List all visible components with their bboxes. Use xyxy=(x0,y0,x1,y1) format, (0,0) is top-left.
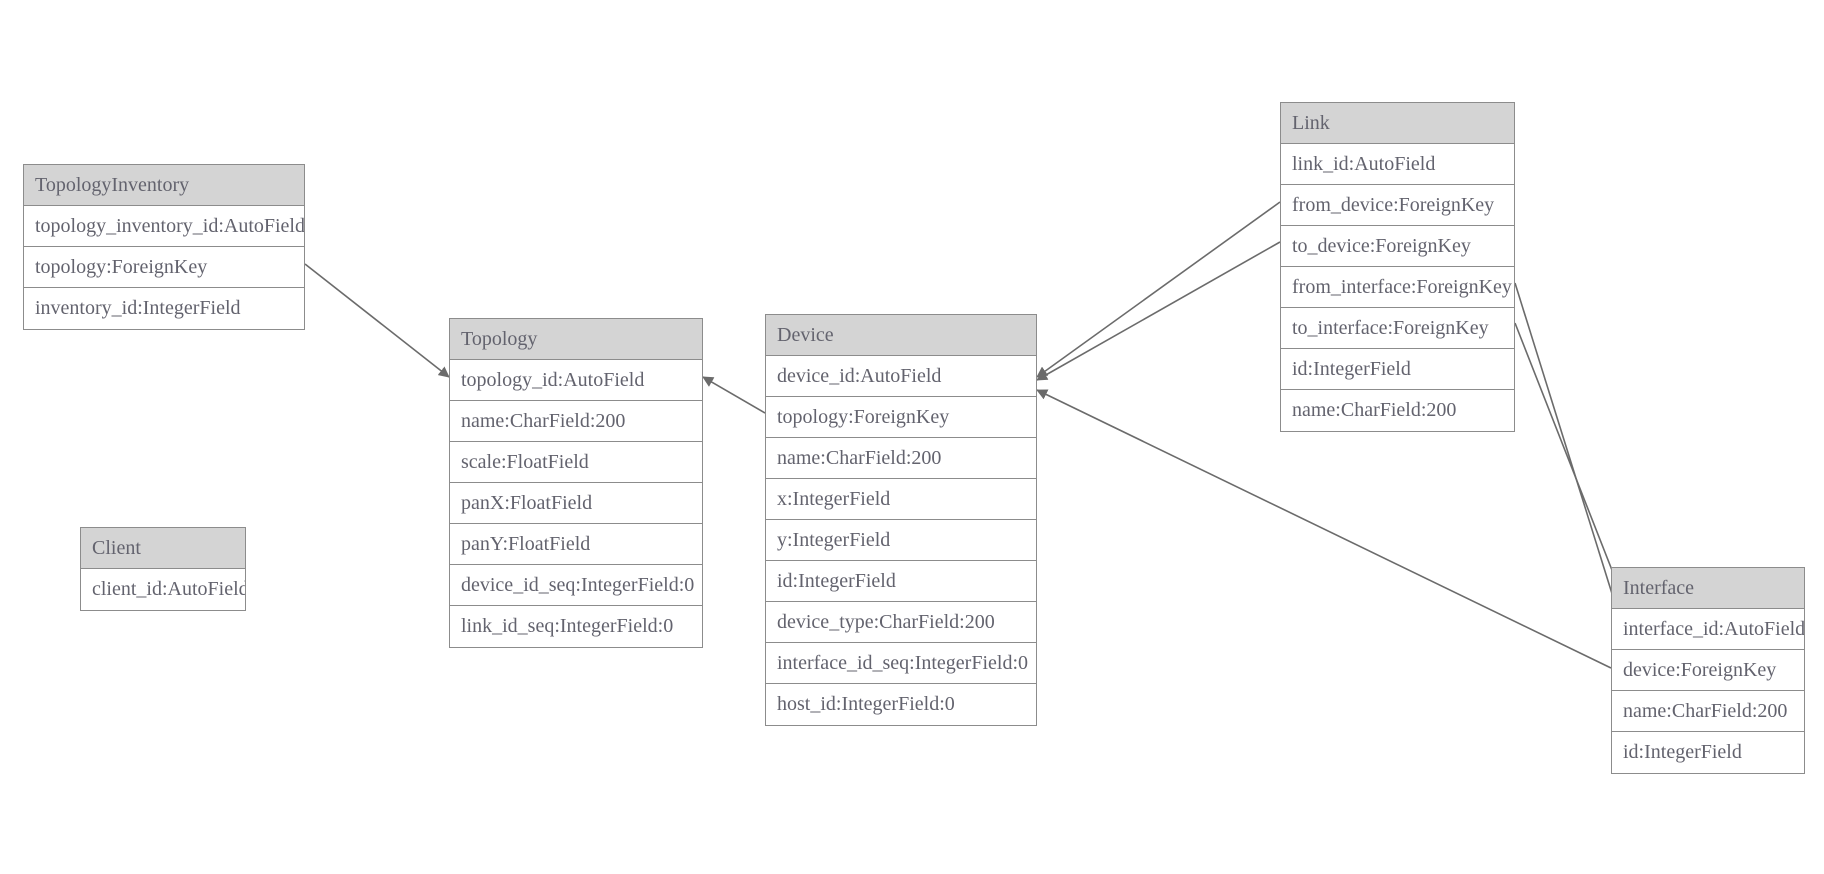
entity-field[interactable]: interface_id_seq:IntegerField:0 xyxy=(766,643,1036,684)
relation-edge-link-from_interface xyxy=(1514,282,1622,617)
entity-field[interactable]: to_interface:ForeignKey xyxy=(1281,308,1514,349)
entity-field[interactable]: name:CharField:200 xyxy=(450,401,702,442)
entity-field[interactable]: inventory_id:IntegerField xyxy=(24,288,304,329)
entity-field[interactable]: from_interface:ForeignKey xyxy=(1281,267,1514,308)
entity-field[interactable]: device_id_seq:IntegerField:0 xyxy=(450,565,702,606)
entity-field[interactable]: panY:FloatField xyxy=(450,524,702,565)
entity-field[interactable]: device:ForeignKey xyxy=(1612,650,1804,691)
entity-title-topology: Topology xyxy=(450,319,702,360)
entity-field[interactable]: from_device:ForeignKey xyxy=(1281,185,1514,226)
entity-field[interactable]: link_id:AutoField xyxy=(1281,144,1514,185)
relation-edge-topologyinventory-topology xyxy=(304,263,450,378)
entity-title-link: Link xyxy=(1281,103,1514,144)
entity-field[interactable]: interface_id:AutoField xyxy=(1612,609,1804,650)
relation-edge-link-to_device xyxy=(1036,241,1281,381)
entity-field[interactable]: x:IntegerField xyxy=(766,479,1036,520)
entity-field[interactable]: scale:FloatField xyxy=(450,442,702,483)
entity-title-interface: Interface xyxy=(1612,568,1804,609)
entity-field[interactable]: panX:FloatField xyxy=(450,483,702,524)
entity-field[interactable]: topology_id:AutoField xyxy=(450,360,702,401)
entity-field[interactable]: to_device:ForeignKey xyxy=(1281,226,1514,267)
entity-field[interactable]: link_id_seq:IntegerField:0 xyxy=(450,606,702,647)
entity-field[interactable]: topology:ForeignKey xyxy=(24,247,304,288)
entity-field[interactable]: name:CharField:200 xyxy=(1281,390,1514,431)
entity-field[interactable]: id:IntegerField xyxy=(1612,732,1804,773)
entity-field[interactable]: topology_inventory_id:AutoField xyxy=(24,206,304,247)
entity-field[interactable]: device_id:AutoField xyxy=(766,356,1036,397)
entity-field[interactable]: topology:ForeignKey xyxy=(766,397,1036,438)
entity-field[interactable]: host_id:IntegerField:0 xyxy=(766,684,1036,725)
entity-field[interactable]: name:CharField:200 xyxy=(766,438,1036,479)
entity-field[interactable]: y:IntegerField xyxy=(766,520,1036,561)
relation-edge-device-topology xyxy=(702,376,766,414)
entity-title-topologyinventory: TopologyInventory xyxy=(24,165,304,206)
entity-title-client: Client xyxy=(81,528,245,569)
relation-edge-link-from_device xyxy=(1036,201,1281,378)
entity-field[interactable]: id:IntegerField xyxy=(766,561,1036,602)
entity-field[interactable]: client_id:AutoField xyxy=(81,569,245,610)
entity-field[interactable]: id:IntegerField xyxy=(1281,349,1514,390)
entity-title-device: Device xyxy=(766,315,1036,356)
entity-field[interactable]: name:CharField:200 xyxy=(1612,691,1804,732)
entity-field[interactable]: device_type:CharField:200 xyxy=(766,602,1036,643)
